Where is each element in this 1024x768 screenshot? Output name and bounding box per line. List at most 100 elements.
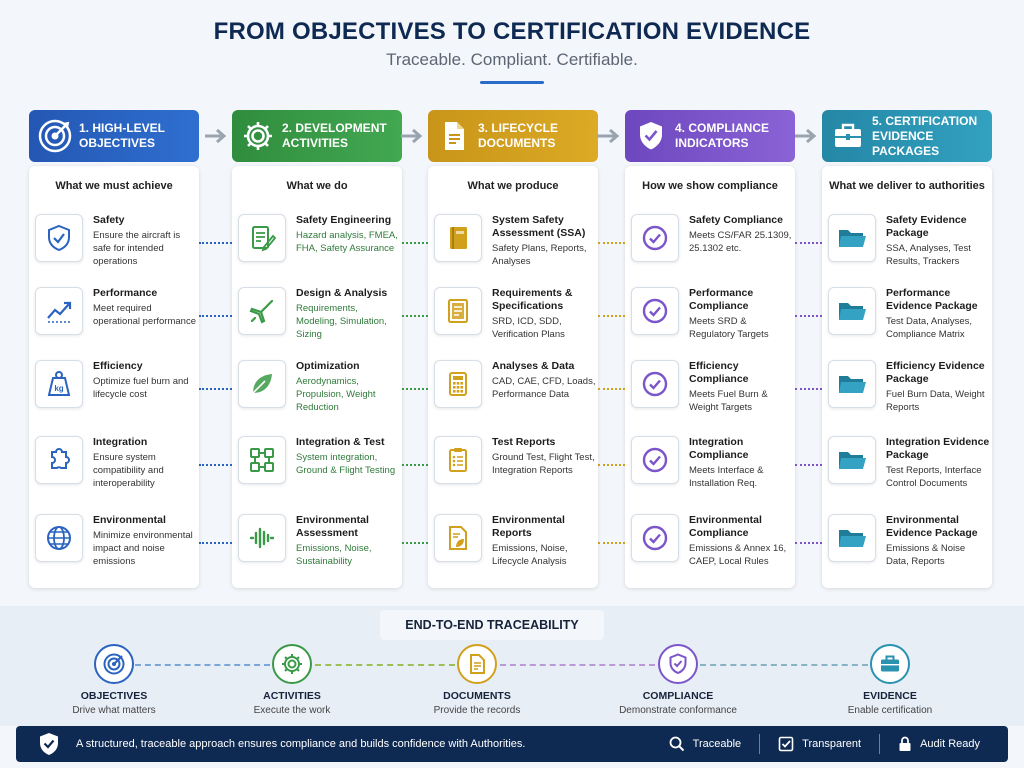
- item-description: Minimize environmental impact and noise …: [93, 530, 193, 567]
- trace-node-label: DOCUMENTS: [443, 690, 511, 702]
- item-title: Integration Compliance: [689, 436, 749, 461]
- badge-traceable: Traceable: [651, 734, 760, 754]
- book-icon: [434, 214, 482, 262]
- row-connector: [598, 388, 625, 390]
- item-description: Fuel Burn Data, Weight Reports: [886, 389, 985, 413]
- badge-label: Transparent: [802, 738, 862, 750]
- check-circle-icon: [631, 214, 679, 262]
- row-connector: [402, 242, 428, 244]
- trace-node-subtitle: Enable certification: [847, 705, 933, 716]
- briefcase-icon: [870, 644, 910, 684]
- trace-node-compliance: COMPLIANCE Demonstrate conformance: [613, 644, 743, 716]
- trace-node-subtitle: Demonstrate conformance: [619, 705, 737, 716]
- checkbox-icon: [778, 736, 794, 752]
- item-description: Ensure system compatibility and interope…: [93, 452, 164, 489]
- item-description: Test Data, Analyses, Compliance Matrix: [886, 316, 973, 340]
- column-panel: How we show compliance Safety Compliance…: [625, 166, 795, 588]
- page-title: FROM OBJECTIVES TO CERTIFICATION EVIDENC…: [213, 18, 811, 45]
- column-subheading: What we produce: [467, 180, 559, 192]
- document-icon: [434, 116, 474, 156]
- calculator-icon: [434, 360, 482, 408]
- item-title: Test Reports: [492, 436, 556, 448]
- trace-node-evidence: EVIDENCE Enable certification: [825, 644, 955, 716]
- gear-icon: [238, 116, 278, 156]
- traceability-title: END-TO-END TRACEABILITY: [380, 610, 604, 640]
- trace-node-subtitle: Execute the work: [253, 705, 331, 716]
- item-description: Ground Test, Flight Test, Integration Re…: [492, 452, 595, 476]
- item-description: SSA, Analyses, Test Results, Trackers: [886, 243, 971, 267]
- trace-node-label: ACTIVITIES: [263, 690, 321, 702]
- item-description: Test Reports, Interface Control Document…: [886, 465, 982, 489]
- globe-icon: [35, 514, 83, 562]
- check-circle-icon: [631, 514, 679, 562]
- row-connector: [199, 315, 232, 317]
- footer-text: A structured, traceable approach ensures…: [76, 738, 526, 750]
- lock-icon: [899, 736, 911, 751]
- item-title: Safety Evidence Package: [886, 214, 967, 239]
- folder-icon: [828, 214, 876, 262]
- item-title: Environmental Evidence Package: [886, 514, 978, 539]
- document-icon: [457, 644, 497, 684]
- item-title: Efficiency Compliance: [689, 360, 749, 385]
- clipboard-icon: [434, 436, 482, 484]
- item-description: Aerodynamics, Propulsion, Weight Reducti…: [296, 376, 376, 413]
- item-title: Integration & Test: [296, 436, 385, 448]
- column-subheading: What we must achieve: [55, 180, 173, 192]
- item-title: Performance: [93, 287, 158, 299]
- waveform-icon: [238, 514, 286, 562]
- briefcase-icon: [828, 116, 868, 156]
- shield-check-icon: [40, 733, 58, 755]
- title-divider: [480, 81, 544, 84]
- row-connector: [199, 242, 232, 244]
- item-title: System Safety Assessment (SSA): [492, 214, 586, 239]
- leaf-document-icon: [434, 514, 482, 562]
- row-connector: [402, 464, 428, 466]
- item-title: Design & Analysis: [296, 287, 388, 299]
- item-title: Environmental: [93, 514, 166, 526]
- arrow-right-icon: [795, 128, 817, 144]
- arrow-right-icon: [401, 128, 423, 144]
- item-title: Safety: [93, 214, 125, 226]
- trace-node-documents: DOCUMENTS Provide the records: [412, 644, 542, 716]
- item-title: Safety Engineering: [296, 214, 392, 226]
- row-connector: [199, 388, 232, 390]
- item-title: Efficiency Evidence Package: [886, 360, 985, 385]
- search-icon: [669, 736, 684, 752]
- item-description: Requirements, Modeling, Simulation, Sizi…: [296, 303, 387, 340]
- item-description: Emissions & Noise Data, Reports: [886, 543, 966, 567]
- row-connector: [795, 315, 822, 317]
- item-description: Emissions & Annex 16, CAEP, Local Rules: [689, 543, 787, 567]
- column-panel: What we produce System Safety Assessment…: [428, 166, 598, 588]
- row-connector: [598, 542, 625, 544]
- page-subtitle: Traceable. Compliant. Certifiable.: [386, 50, 638, 69]
- row-connector: [402, 388, 428, 390]
- row-connector: [795, 388, 822, 390]
- folder-icon: [828, 514, 876, 562]
